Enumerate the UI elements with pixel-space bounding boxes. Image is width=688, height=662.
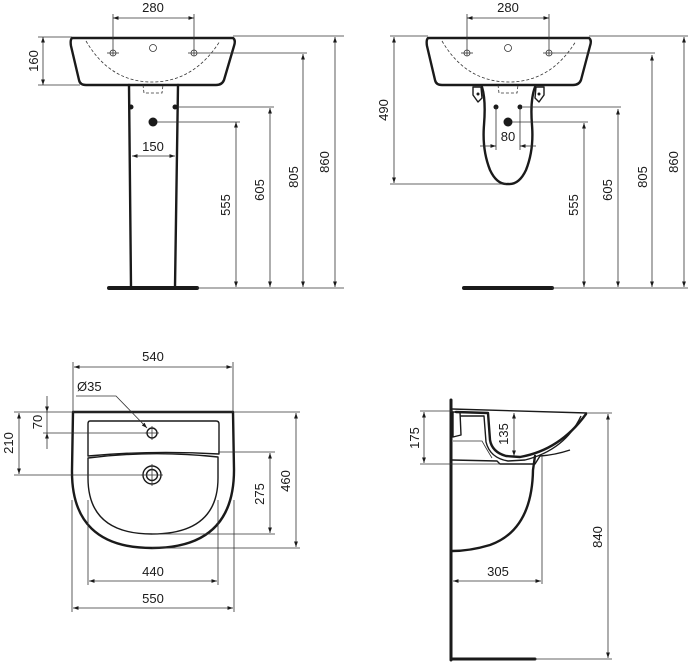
dim-total-height: 860 [666,151,681,173]
bowl-outline [87,453,219,535]
dim-rim-height: 840 [590,526,605,548]
dim-tap-hole-offset: 70 [30,415,45,429]
waste-outlet-icon [141,464,163,486]
mounting-block [452,411,462,438]
overflow-icon [504,44,512,52]
dim-total-width: 550 [142,591,164,606]
dim-back-width: 540 [142,349,164,364]
top-view: 540 Ø35 70 210 275 460 440 550 [1,349,300,612]
dim-projection: 305 [487,564,509,579]
waste-outlet-icon [148,117,158,127]
front-view-full-pedestal: 280 160 150 555 605 805 860 [26,0,344,290]
fixing-right-icon [172,104,178,110]
dim-waste-height: 555 [566,194,581,216]
dim-waste-offset: 210 [1,432,16,454]
basin-profile-inner [460,415,582,462]
dim-tap-spacing: 280 [497,0,519,15]
dim-tap-hole-diameter: Ø35 [77,379,102,394]
basin-outline [69,36,236,87]
overflow-icon [149,44,157,52]
bracket-left [472,86,483,103]
bowl-hidden-line [441,40,577,83]
dim-basin-height: 160 [26,50,41,72]
bracket-right [534,86,545,103]
pipe-bracket [453,440,493,459]
front-view-semi-pedestal: 280 490 80 555 605 805 860 [376,0,688,290]
dim-waste-height: 555 [218,194,233,216]
dim-total-height: 860 [317,151,332,173]
bowl-hidden-line [85,40,221,83]
dim-tap-spacing: 280 [142,0,164,15]
side-view: 175 135 305 840 [407,398,612,662]
waste-hidden-line [497,84,519,94]
waste-hidden-line [142,84,164,94]
dim-bowl-width: 440 [142,564,164,579]
tap-deck-outline [87,420,220,457]
semi-pedestal-profile [450,454,537,553]
dim-tap-height: 805 [635,166,650,188]
dim-bowl-depth: 275 [252,483,267,505]
semi-pedestal-outline [480,85,537,186]
dim-bowl-depth: 135 [496,423,511,445]
basin-outline [425,36,592,87]
basin-profile-outer [454,410,588,459]
dim-semi-pedestal-depth: 490 [376,99,391,121]
dim-fixing-height: 605 [252,179,267,201]
basin-underside [451,449,571,465]
dim-basin-height: 175 [407,427,422,449]
waste-outlet-icon [503,117,513,127]
pedestal-right-edge [173,83,180,289]
dim-fixing-height: 605 [600,179,615,201]
dim-total-depth: 460 [278,470,293,492]
fixing-left-icon [128,104,134,110]
pedestal-left-edge [127,83,133,289]
dim-tap-height: 805 [286,166,301,188]
dim-pedestal-width: 150 [142,139,164,154]
dim-fixing-spacing: 80 [501,129,515,144]
basin-top-rim [451,408,588,414]
